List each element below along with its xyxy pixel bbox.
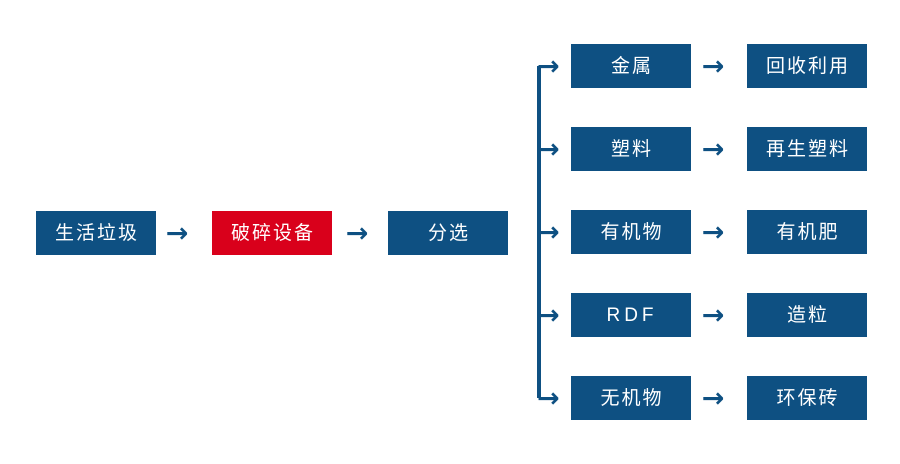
fraction-box[interactable]: 有机物 [571,210,691,254]
branch-trunk-line [537,66,541,398]
branch-arrow-icon: → [537,299,560,331]
branch-arrow-icon: → [537,382,560,414]
branch-arrow-icon: → [537,216,560,248]
branch-arrow-icon: → [537,133,560,165]
product-box[interactable]: 造粒 [747,293,867,337]
product-box[interactable]: 再生塑料 [747,127,867,171]
arrow-right-icon: → [701,50,725,82]
process-box-sorting[interactable]: 分选 [388,211,508,255]
arrow-right-icon: → [345,217,369,249]
fraction-box[interactable]: RDF [571,293,691,337]
fraction-box[interactable]: 塑料 [571,127,691,171]
fraction-box[interactable]: 无机物 [571,376,691,420]
arrow-right-icon: → [701,299,725,331]
arrow-right-icon: → [165,217,189,249]
branch-arrow-icon: → [537,50,560,82]
arrow-right-icon: → [701,133,725,165]
arrow-right-icon: → [701,216,725,248]
product-box[interactable]: 有机肥 [747,210,867,254]
product-box[interactable]: 环保砖 [747,376,867,420]
arrow-right-icon: → [701,382,725,414]
fraction-box[interactable]: 金属 [571,44,691,88]
process-box-shredder[interactable]: 破碎设备 [212,211,332,255]
product-box[interactable]: 回收利用 [747,44,867,88]
process-box-input[interactable]: 生活垃圾 [36,211,156,255]
